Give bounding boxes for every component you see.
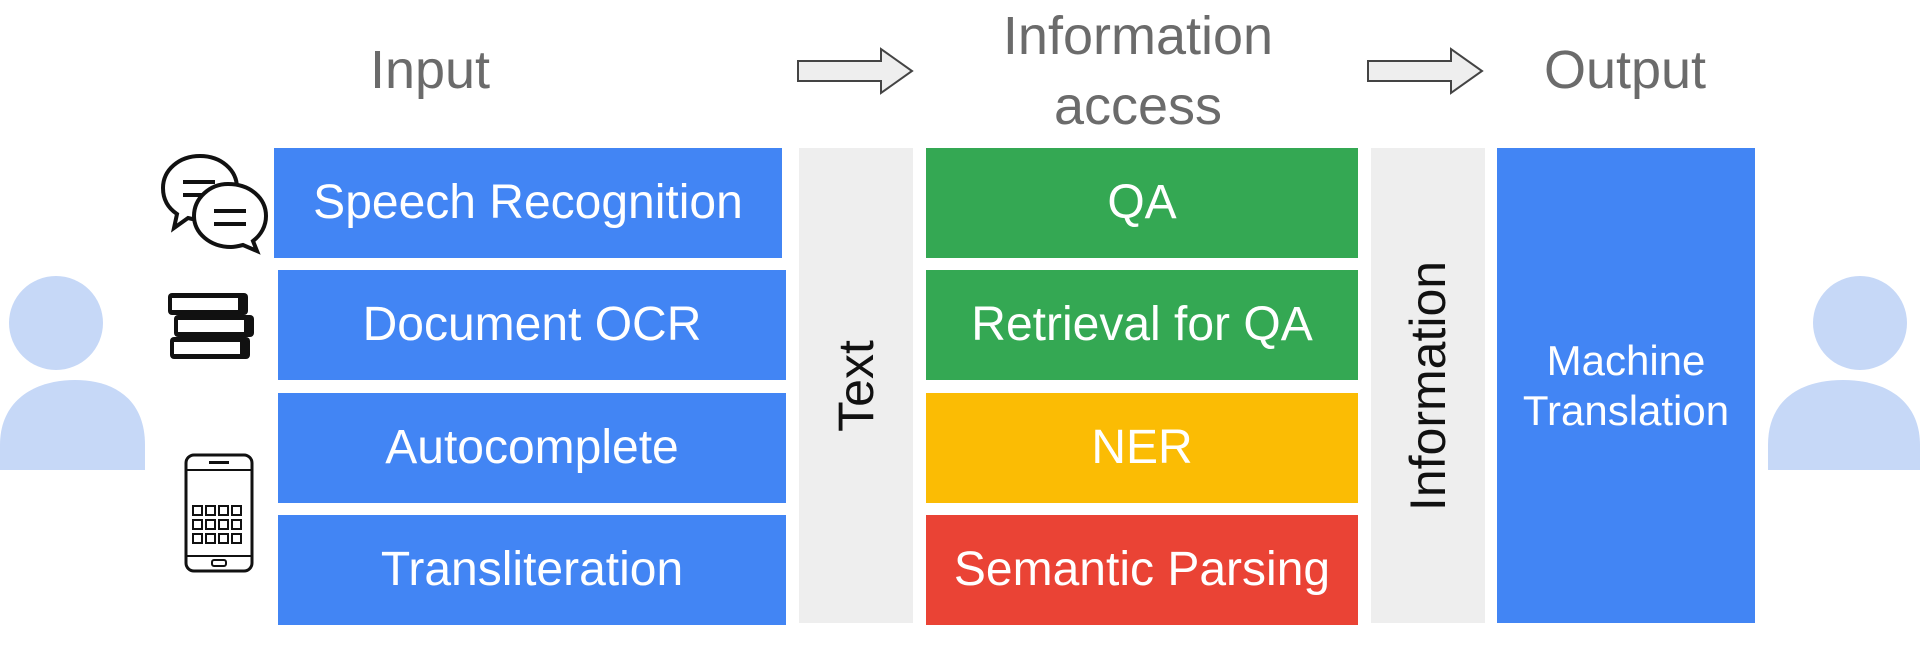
smartphone-keypad-icon xyxy=(184,453,254,573)
arrow-right-icon xyxy=(797,47,914,95)
information-band: Information xyxy=(1371,148,1485,623)
header-information-access-line2: access xyxy=(1053,76,1223,136)
header-output: Output xyxy=(1543,40,1707,100)
access-box-label: NER xyxy=(1091,421,1193,474)
access-box-label: QA xyxy=(1107,176,1177,229)
input-box-label: Document OCR xyxy=(362,298,702,351)
person-left-icon xyxy=(0,276,145,470)
input-box-speech-recognition: Speech Recognition xyxy=(274,148,782,258)
header-input: Input xyxy=(369,40,491,100)
information-band-label: Information xyxy=(1400,260,1456,511)
input-box-label: Autocomplete xyxy=(385,421,679,474)
input-box-document-ocr: Document OCR xyxy=(278,270,786,380)
books-icon xyxy=(168,293,254,359)
output-box-label-line1: Machine xyxy=(1546,336,1706,384)
text-band: Text xyxy=(799,148,913,623)
access-box-qa: QA xyxy=(926,148,1358,258)
access-box-semantic-parsing: Semantic Parsing xyxy=(926,515,1358,625)
person-right-icon xyxy=(1768,276,1920,470)
arrow-right-icon xyxy=(1367,47,1484,95)
input-box-transliteration: Transliteration xyxy=(278,515,786,625)
input-box-autocomplete: Autocomplete xyxy=(278,393,786,503)
output-box-label-line2: Translation xyxy=(1522,386,1730,434)
speech-bubbles-icon xyxy=(160,153,269,255)
access-box-retrieval-for-qa: Retrieval for QA xyxy=(926,270,1358,380)
text-band-label: Text xyxy=(828,339,884,432)
output-box-machine-translation: Machine Translation xyxy=(1497,148,1755,623)
input-box-label: Speech Recognition xyxy=(313,176,743,229)
access-box-label: Retrieval for QA xyxy=(971,298,1313,351)
access-box-label: Semantic Parsing xyxy=(953,543,1331,596)
input-box-label: Transliteration xyxy=(380,543,684,596)
access-box-ner: NER xyxy=(926,393,1358,503)
header-information-access-line1: Information xyxy=(1002,6,1274,66)
